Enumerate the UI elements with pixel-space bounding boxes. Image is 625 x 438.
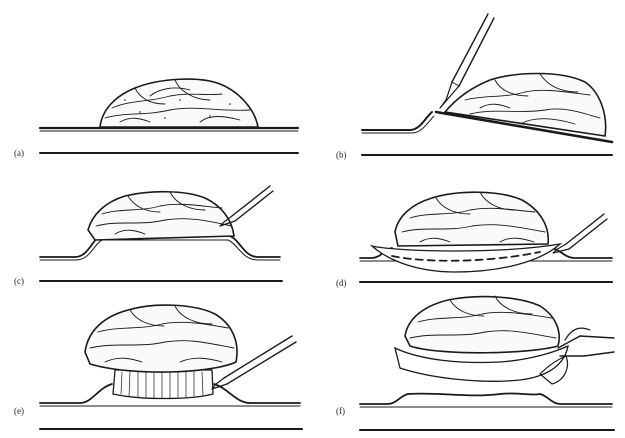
panel-label: (c) [14,276,24,286]
panel-label: (d) [336,278,347,288]
panel-label: (e) [14,406,24,416]
panel-label: (a) [14,148,24,158]
panel-label: (b) [336,150,347,160]
panel-label: (f) [336,406,345,416]
tissue-stalk [113,370,213,399]
